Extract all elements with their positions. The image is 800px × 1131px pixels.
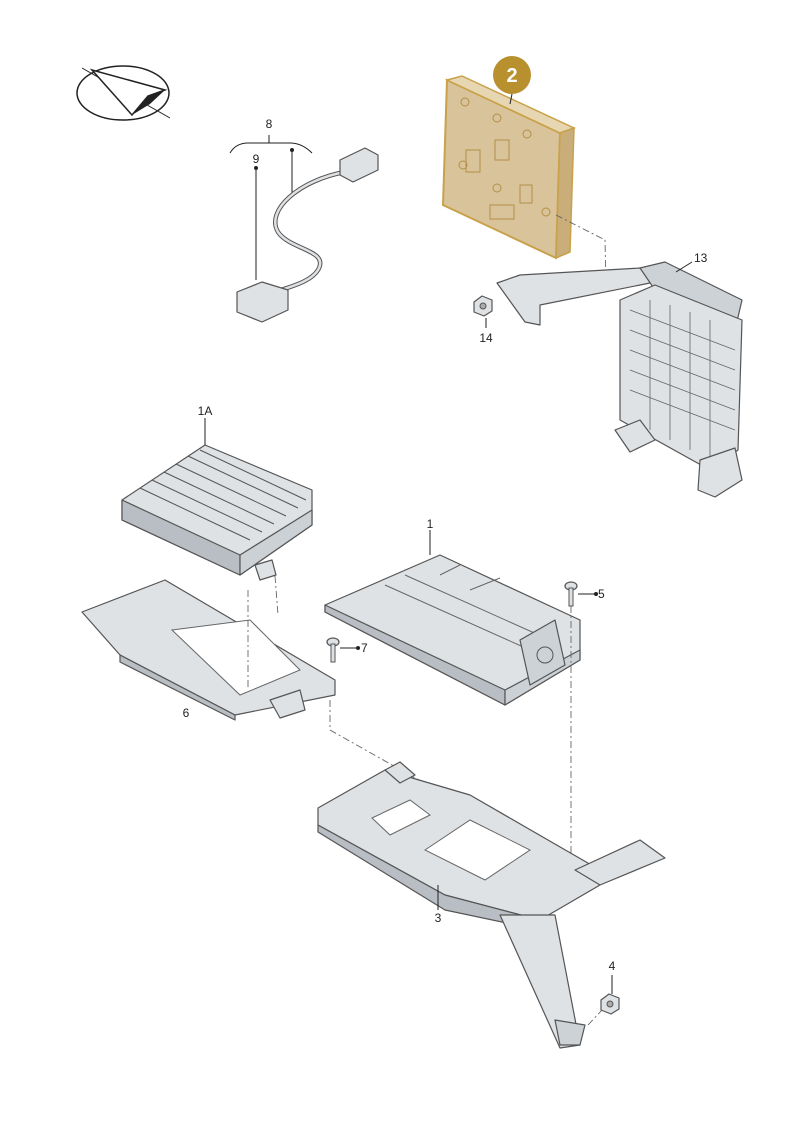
- label-part-14: 14: [479, 331, 493, 345]
- label-part-5: 5: [598, 587, 605, 601]
- label-part-7: 7: [361, 641, 368, 655]
- part-7-screw[interactable]: [326, 637, 340, 663]
- part-13-bracket[interactable]: [496, 261, 743, 498]
- badge-part-2[interactable]: 2: [493, 56, 531, 94]
- part-5-screw[interactable]: [564, 581, 578, 607]
- label-part-9: 9: [253, 152, 260, 166]
- label-part-8: 8: [266, 117, 273, 131]
- badge-part-2-text: 2: [506, 65, 517, 87]
- label-part-6: 6: [183, 706, 190, 720]
- part-8-cable-assembly[interactable]: [229, 135, 379, 323]
- part-1-main-unit[interactable]: [324, 554, 581, 706]
- label-part-4: 4: [609, 959, 616, 973]
- part-4-nut[interactable]: [600, 993, 620, 1015]
- label-part-1a: 1A: [198, 404, 213, 418]
- label-part-1: 1: [427, 517, 434, 531]
- label-part-13: 13: [694, 251, 708, 265]
- part-2-control-module[interactable]: [441, 75, 576, 260]
- part-3-lower-bracket[interactable]: [317, 761, 666, 1049]
- part-1a-amplifier[interactable]: [121, 444, 313, 581]
- direction-arrow-logo-icon: [76, 65, 171, 121]
- part-14-nut[interactable]: [473, 295, 493, 317]
- part-6-tray[interactable]: [81, 579, 336, 721]
- label-part-3: 3: [435, 911, 442, 925]
